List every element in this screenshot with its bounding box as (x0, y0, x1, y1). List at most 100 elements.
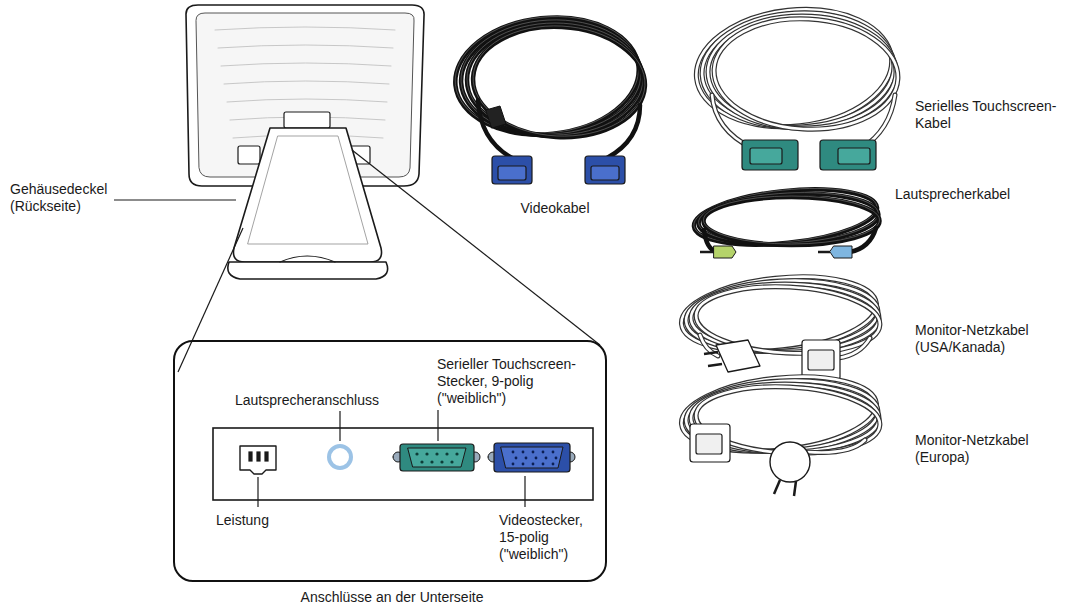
cable-end (478, 100, 512, 158)
cable-highlight (470, 22, 648, 141)
inset-caption: Anschlüsse an der Unterseite (175, 589, 609, 606)
part-label: Monitor-Netzkabel (USA/Kanada) (915, 322, 1050, 356)
audio-plug (714, 246, 736, 258)
pin-hole (545, 457, 548, 460)
cable-loop (711, 14, 901, 133)
zoom-line (178, 228, 243, 372)
stand-panel (248, 136, 368, 244)
video-cable (449, 8, 647, 184)
video-plug-face (591, 166, 619, 180)
cable-loop (470, 23, 648, 142)
cable-loop (458, 16, 644, 139)
cable-highlight (704, 196, 880, 244)
pin-hole (532, 451, 535, 454)
serial-plug-face (750, 148, 782, 164)
pin-hole (420, 460, 423, 463)
inset-box: Serieller Touchscreen-Stecker, 9-polig (… (173, 340, 607, 582)
power-socket (240, 446, 276, 474)
part-label: Monitor-Netzkabel (Europa) (915, 432, 1050, 466)
housing-shading (224, 81, 389, 84)
iec-plug (802, 340, 840, 380)
connector-label: Videostecker, 15-polig ("weiblich") (499, 512, 599, 563)
socket-pin (249, 452, 252, 461)
cable-end (700, 335, 718, 356)
cable-highlight (458, 15, 644, 138)
serial-connector (400, 444, 474, 471)
leader-line (437, 410, 438, 441)
cable-end (838, 338, 870, 358)
power-cable-us (678, 268, 882, 380)
pin-hole (552, 451, 555, 454)
speaker-cable (691, 181, 880, 258)
leader-line (524, 476, 525, 507)
plug-tip (700, 251, 714, 254)
serial-plug (742, 140, 798, 170)
housing-shading (221, 63, 391, 66)
housing-shading (215, 27, 395, 30)
pin-hole (532, 463, 535, 466)
connector-label: Lautsprecheranschluss (235, 392, 405, 409)
cable-end (808, 440, 865, 453)
part-label: Gehäusedeckel (Rückseite) (10, 181, 114, 215)
stand-bracket (238, 146, 260, 164)
ferrite-bead (486, 106, 506, 128)
cable-loop (711, 14, 901, 133)
cable-highlight (467, 23, 643, 135)
monitor-figure (186, 5, 424, 279)
cable-end (607, 105, 640, 158)
pin-hole (522, 463, 525, 466)
part-label: Lautsprecherkabel (895, 186, 1045, 203)
stand-hinge (284, 112, 330, 128)
pin-hole (445, 452, 448, 455)
monitor-stand (233, 128, 381, 262)
pin-hole (522, 451, 525, 454)
video-plug (585, 156, 625, 184)
pin-hole (425, 452, 428, 455)
power-cable-eu (678, 368, 882, 496)
plug-prong (704, 352, 718, 354)
plug-prong (774, 480, 780, 494)
us-plug (716, 340, 760, 372)
audio-plug (830, 246, 852, 258)
leader-line (257, 477, 258, 507)
cable-loop (699, 8, 897, 132)
cable-end (808, 440, 865, 453)
plug-prong (794, 481, 796, 496)
leader-line (339, 411, 340, 441)
cable-loop (697, 189, 879, 248)
connector-panel (213, 428, 593, 500)
connector-label: Leistung (216, 512, 306, 529)
serial-plug-face (838, 148, 870, 164)
housing-shading (227, 99, 387, 102)
cable-end (838, 338, 870, 358)
pin-hole (455, 452, 458, 455)
pin-hole (542, 463, 545, 466)
housing-shading (218, 45, 393, 48)
pin-hole (430, 460, 433, 463)
video-plug-face (498, 166, 526, 180)
cable-highlight (697, 188, 879, 247)
pin-hole (542, 451, 545, 454)
cable-loop (704, 197, 880, 245)
iec-plug-face (808, 350, 834, 370)
connector-label: Serieller Touchscreen-Stecker, 9-polig (… (437, 356, 597, 407)
pin-hole (512, 451, 515, 454)
pin-hole (525, 457, 528, 460)
pin-hole (555, 457, 558, 460)
stand-foot (228, 262, 388, 279)
pin-hole (415, 452, 418, 455)
pin-hole (450, 460, 453, 463)
serial-cable (690, 0, 900, 170)
leader-line (114, 199, 236, 200)
part-label: Serielles Touchscreen-Kabel (915, 98, 1065, 132)
pin-hole (552, 463, 555, 466)
zoom-line (352, 150, 600, 345)
cable-loop (699, 8, 897, 132)
pin-hole (435, 452, 438, 455)
schuko-plug (770, 442, 810, 482)
iec-plug-face (696, 434, 722, 454)
connector-panel (213, 428, 593, 500)
pin-hole (440, 460, 443, 463)
plug-prong (708, 364, 722, 366)
